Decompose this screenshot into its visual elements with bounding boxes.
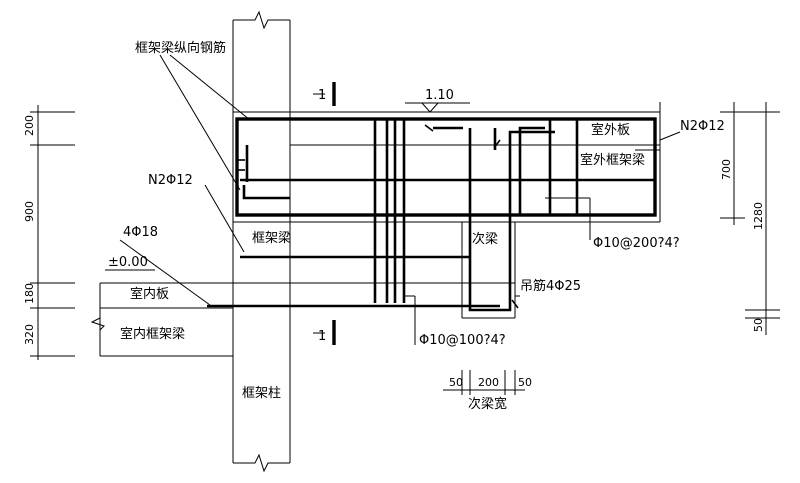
label-secondary-beam-width: 次梁宽 <box>468 396 507 412</box>
label-indoor-slab: 室内板 <box>130 286 169 302</box>
indoor-structure-lines <box>90 282 515 357</box>
stirrup-ticks <box>236 124 519 309</box>
slope-mark <box>405 102 470 113</box>
label-indoor-frame-beam: 室内框架梁 <box>120 326 185 342</box>
dim-right-700: 700 <box>720 159 733 180</box>
dim-left-180: 180 <box>23 283 36 304</box>
label-hanger-bar: 吊筋4Φ25 <box>520 278 581 294</box>
dim-bottom-200: 200 <box>478 376 499 389</box>
leader-lines <box>119 54 681 345</box>
left-dimension-chain <box>30 105 75 360</box>
label-slope: 1.10 <box>425 88 454 103</box>
label-secondary-beam: 次梁 <box>472 231 498 247</box>
label-section-top: 1 <box>318 88 326 103</box>
dim-left-320: 320 <box>23 324 36 345</box>
label-4phi18: 4Φ18 <box>123 225 158 240</box>
label-stirrup-200: Φ10@200?4? <box>593 236 680 251</box>
label-n2phi12-right: N2Φ12 <box>680 119 725 134</box>
label-stirrup-100: Φ10@100?4? <box>419 333 506 348</box>
dim-bottom-50-left: 50 <box>449 376 463 389</box>
dim-left-200: 200 <box>23 115 36 136</box>
bottom-dimension-chain <box>443 370 525 395</box>
label-section-bottom: 1 <box>318 329 326 344</box>
label-outdoor-slab: 室外板 <box>591 122 630 138</box>
dim-right-1280: 1280 <box>752 202 765 230</box>
label-frame-column: 框架柱 <box>242 386 281 401</box>
section-mark-1 <box>313 82 336 345</box>
right-dimension-chain <box>720 102 780 335</box>
label-elevation-zero: ±0.00 <box>108 255 148 270</box>
dim-left-900: 900 <box>23 201 36 222</box>
dim-right-50: 50 <box>752 318 765 332</box>
outdoor-beam-outline <box>233 102 661 319</box>
label-n2phi12-left: N2Φ12 <box>148 173 193 188</box>
frame-column-outline <box>232 10 291 473</box>
main-rebar-cage <box>207 117 657 312</box>
label-frame-beam-long-rebar: 框架梁纵向钢筋 <box>135 40 226 56</box>
dim-bottom-50-right: 50 <box>518 376 532 389</box>
label-frame-beam: 框架梁 <box>252 231 291 246</box>
label-outdoor-frame-beam: 室外框架梁 <box>580 152 645 168</box>
